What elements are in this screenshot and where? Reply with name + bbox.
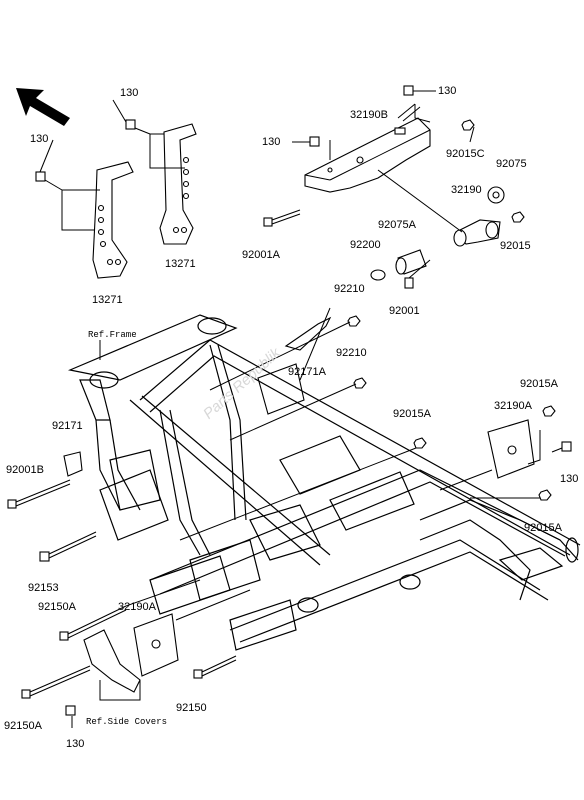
label-92075: 92075 [496, 158, 527, 170]
leader-lines-main [99, 126, 541, 701]
bracket-13271-left [92, 161, 134, 279]
label-92210: 92210 [334, 283, 365, 295]
label-13271: 13271 [92, 294, 123, 306]
label-92015C: 92015C [446, 148, 485, 160]
ref-side-covers-label: Ref.Side Covers [86, 717, 168, 727]
frame-assembly [67, 314, 581, 651]
label-130: 130 [262, 136, 281, 148]
nut-92015A-b [413, 437, 427, 449]
label-92001A: 92001A [242, 249, 280, 261]
label-130: 130 [66, 738, 85, 750]
label-32190B: 32190B [350, 109, 388, 121]
label-92015: 92015 [500, 240, 531, 252]
mount-block [257, 363, 305, 415]
label-92001: 92001 [389, 305, 420, 317]
clip-92171 [63, 451, 83, 477]
leader-lines [39, 90, 563, 728]
ref-frame-label: Ref.Frame [88, 330, 137, 340]
label-130: 130 [120, 87, 139, 99]
label-92153: 92153 [28, 582, 59, 594]
nut-92015A-c [538, 489, 552, 501]
label-92015A: 92015A [520, 378, 558, 390]
label-92001B: 92001B [6, 464, 44, 476]
label-92075A: 92075A [378, 219, 416, 231]
label-13271: 13271 [165, 258, 196, 270]
bracket-13271-right [159, 123, 197, 245]
label-32190A: 32190A [118, 601, 156, 613]
bolt-130-icons [35, 85, 572, 716]
label-130: 130 [560, 473, 579, 485]
label-92150: 92150 [176, 702, 207, 714]
bolt-92150 [193, 655, 237, 679]
label-130: 130 [438, 85, 457, 97]
label-32190A: 32190A [494, 400, 532, 412]
nut-92015A-a [542, 405, 556, 417]
bolt-92001 [404, 277, 414, 289]
bracket-32190A-left [83, 613, 179, 693]
bracket-32190B [304, 103, 431, 193]
label-92015A: 92015A [524, 522, 562, 534]
bolt-92153 [39, 531, 97, 562]
bolt-92001A [263, 209, 301, 227]
label-92015A: 92015A [393, 408, 431, 420]
label-92150A: 92150A [38, 601, 76, 613]
nut-92015C [461, 119, 475, 131]
direction-arrow-icon [16, 88, 70, 126]
label-92150A: 92150A [4, 720, 42, 732]
label-130: 130 [30, 133, 49, 145]
label-92210: 92210 [336, 347, 367, 359]
clip-92171A [284, 316, 332, 351]
bracket-32190A-right [487, 419, 535, 479]
washer-92200 [370, 269, 386, 281]
bolt-92001B [7, 479, 71, 509]
mount-32190 [453, 219, 501, 247]
bolt-92150A-b [21, 665, 91, 699]
label-92200: 92200 [350, 239, 381, 251]
label-32190: 32190 [451, 184, 482, 196]
label-92171A: 92171A [288, 366, 326, 378]
nut-92210-b [353, 377, 367, 389]
bolt-92150A-a [59, 605, 127, 641]
bushing-92075A [395, 249, 427, 275]
nut-92210-a [347, 315, 361, 327]
nut-92015 [511, 211, 525, 223]
label-92171: 92171 [52, 420, 83, 432]
